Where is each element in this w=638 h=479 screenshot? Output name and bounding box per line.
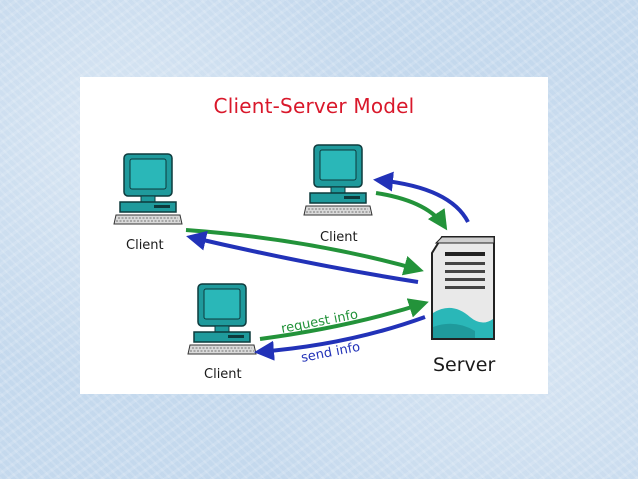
arrow-send-info (254, 315, 426, 361)
server-label: Server (433, 354, 496, 376)
diagram-title: Client-Server Model (213, 94, 415, 118)
client-label-left: Client (126, 238, 164, 253)
arrow-left-client-to-server (185, 228, 424, 276)
arrow-server-to-left-client (186, 230, 419, 284)
arrow-request-info (259, 298, 429, 341)
client-label-top: Client (320, 230, 358, 245)
client-computer-left-icon (113, 153, 183, 225)
client-label-bottom: Client (204, 367, 242, 382)
client-computer-top-icon (303, 144, 373, 216)
diagram-canvas: request info send info (113, 144, 495, 366)
arrow-top-client-to-server (375, 191, 448, 231)
arrow-server-to-top-client (373, 171, 470, 223)
server-icon (431, 236, 495, 340)
request-info-label: request info (280, 307, 359, 337)
slide-panel: request info send info Client-Server Mod… (80, 77, 548, 394)
client-computer-bottom-icon (187, 283, 257, 355)
